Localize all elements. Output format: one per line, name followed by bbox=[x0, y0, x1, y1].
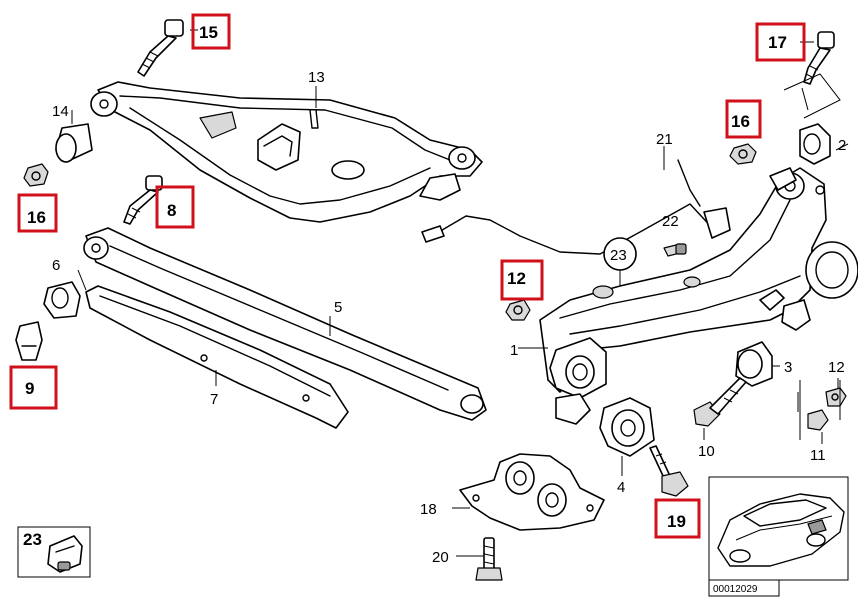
inset-clip-23: 23 bbox=[17, 526, 91, 578]
inset-reference-number: 00012029 bbox=[713, 584, 758, 595]
bolt-17 bbox=[803, 31, 835, 85]
bolt-19 bbox=[649, 445, 689, 497]
bushing-2 bbox=[799, 123, 831, 165]
callout-23-circle bbox=[603, 237, 637, 271]
callout-9: 9 bbox=[25, 379, 34, 398]
nut-12-left bbox=[505, 299, 531, 321]
callout-8: 8 bbox=[167, 201, 176, 220]
callout-10: 10 bbox=[698, 443, 715, 460]
callout-3: 3 bbox=[784, 359, 792, 376]
bushing-14 bbox=[55, 123, 93, 163]
dashed-guides bbox=[783, 73, 841, 440]
highlight-boxes bbox=[9, 13, 806, 539]
bolt-20 bbox=[475, 537, 503, 581]
callout-4: 4 bbox=[617, 479, 625, 496]
callout-1: 1 bbox=[510, 342, 518, 359]
nut-16-right bbox=[729, 143, 757, 165]
callout-14: 14 bbox=[52, 103, 69, 120]
callout-16-right: 16 bbox=[731, 112, 750, 131]
callout-19: 19 bbox=[667, 512, 686, 531]
callout-5: 5 bbox=[334, 299, 342, 316]
callout-16-left: 16 bbox=[27, 208, 46, 227]
callout-12-left: 12 bbox=[507, 269, 526, 288]
bushing-6 bbox=[43, 281, 81, 319]
nut-11 bbox=[807, 409, 829, 431]
callout-20: 20 bbox=[432, 549, 449, 566]
callout-18: 18 bbox=[420, 501, 437, 518]
differential-mount-18 bbox=[459, 453, 605, 531]
upper-control-arm bbox=[90, 81, 483, 223]
callout-13: 13 bbox=[308, 69, 325, 86]
nut-16-left bbox=[23, 163, 49, 187]
sensor-cable-21 bbox=[421, 159, 731, 255]
callout-23-inset: 23 bbox=[23, 530, 42, 549]
callout-11: 11 bbox=[810, 447, 826, 464]
bushing-4 bbox=[599, 397, 655, 457]
screw-22 bbox=[663, 243, 687, 257]
callout-6: 6 bbox=[52, 257, 60, 274]
bushing-3 bbox=[735, 341, 773, 387]
callout-15: 15 bbox=[199, 23, 218, 42]
callout-22: 22 bbox=[662, 213, 679, 230]
callout-21: 21 bbox=[656, 131, 673, 148]
trailing-rail-7 bbox=[85, 285, 349, 429]
callout-7: 7 bbox=[210, 391, 218, 408]
callout-12-right: 12 bbox=[828, 359, 845, 376]
callout-23-main: 23 bbox=[610, 247, 627, 264]
inset-car: 00012029 bbox=[708, 476, 849, 597]
lower-lateral-arm bbox=[83, 227, 487, 421]
callout-2: 2 bbox=[838, 137, 846, 154]
mount-9 bbox=[15, 321, 43, 361]
bolt-10 bbox=[693, 377, 747, 427]
nut-12-right bbox=[825, 387, 847, 407]
callout-17: 17 bbox=[768, 33, 787, 52]
carrier-bushing bbox=[549, 337, 607, 425]
leader-lines bbox=[71, 41, 849, 557]
bolt-15 bbox=[137, 19, 184, 77]
